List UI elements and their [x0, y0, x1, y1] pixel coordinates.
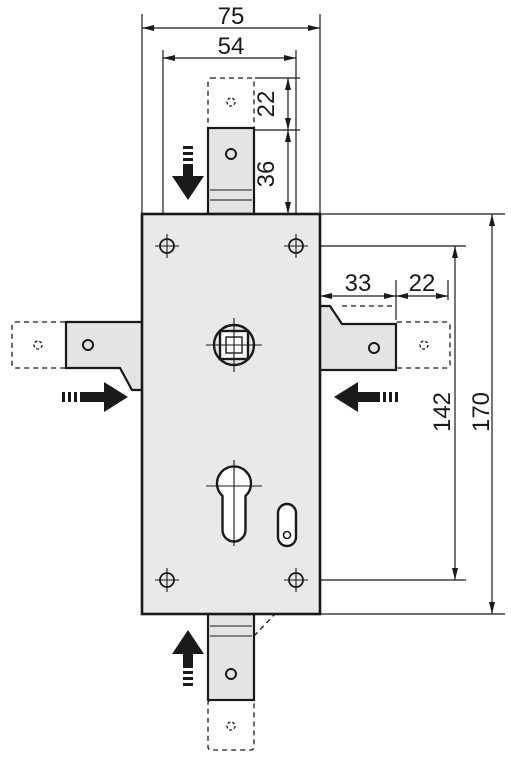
fixing-hole-bottom-right — [284, 568, 308, 592]
bottom-bolt — [206, 612, 276, 751]
dimension-label-side-bolt-length: 33 — [345, 270, 372, 297]
arrow-left-icon — [334, 382, 398, 412]
dimension-label-inner-width: 54 — [218, 33, 245, 60]
arrow-up-icon — [172, 630, 204, 686]
dimension-label-overall-width: 75 — [218, 3, 245, 30]
fixing-hole-top-left — [155, 234, 179, 258]
dimension-label-fixing-hole-spacing: 142 — [429, 392, 456, 432]
cylinder-cutout — [206, 460, 262, 546]
top-bolt — [206, 77, 256, 216]
spindle-hole — [206, 318, 262, 372]
dimension-label-side-bolt-extension: 22 — [409, 270, 436, 297]
arrow-down-icon — [172, 146, 204, 200]
dimension-label-overall-height: 170 — [468, 392, 495, 432]
slot — [276, 502, 298, 548]
lock-body — [140, 212, 322, 616]
dimension-label-top-bolt-length: 36 — [253, 161, 280, 188]
fixing-hole-top-right — [284, 234, 308, 258]
right-bolt — [314, 304, 451, 372]
dimension-label-top-bolt-extension: 22 — [253, 91, 280, 118]
left-bolt — [11, 320, 148, 392]
arrow-right-icon — [62, 382, 128, 412]
fixing-hole-bottom-left — [155, 568, 179, 592]
